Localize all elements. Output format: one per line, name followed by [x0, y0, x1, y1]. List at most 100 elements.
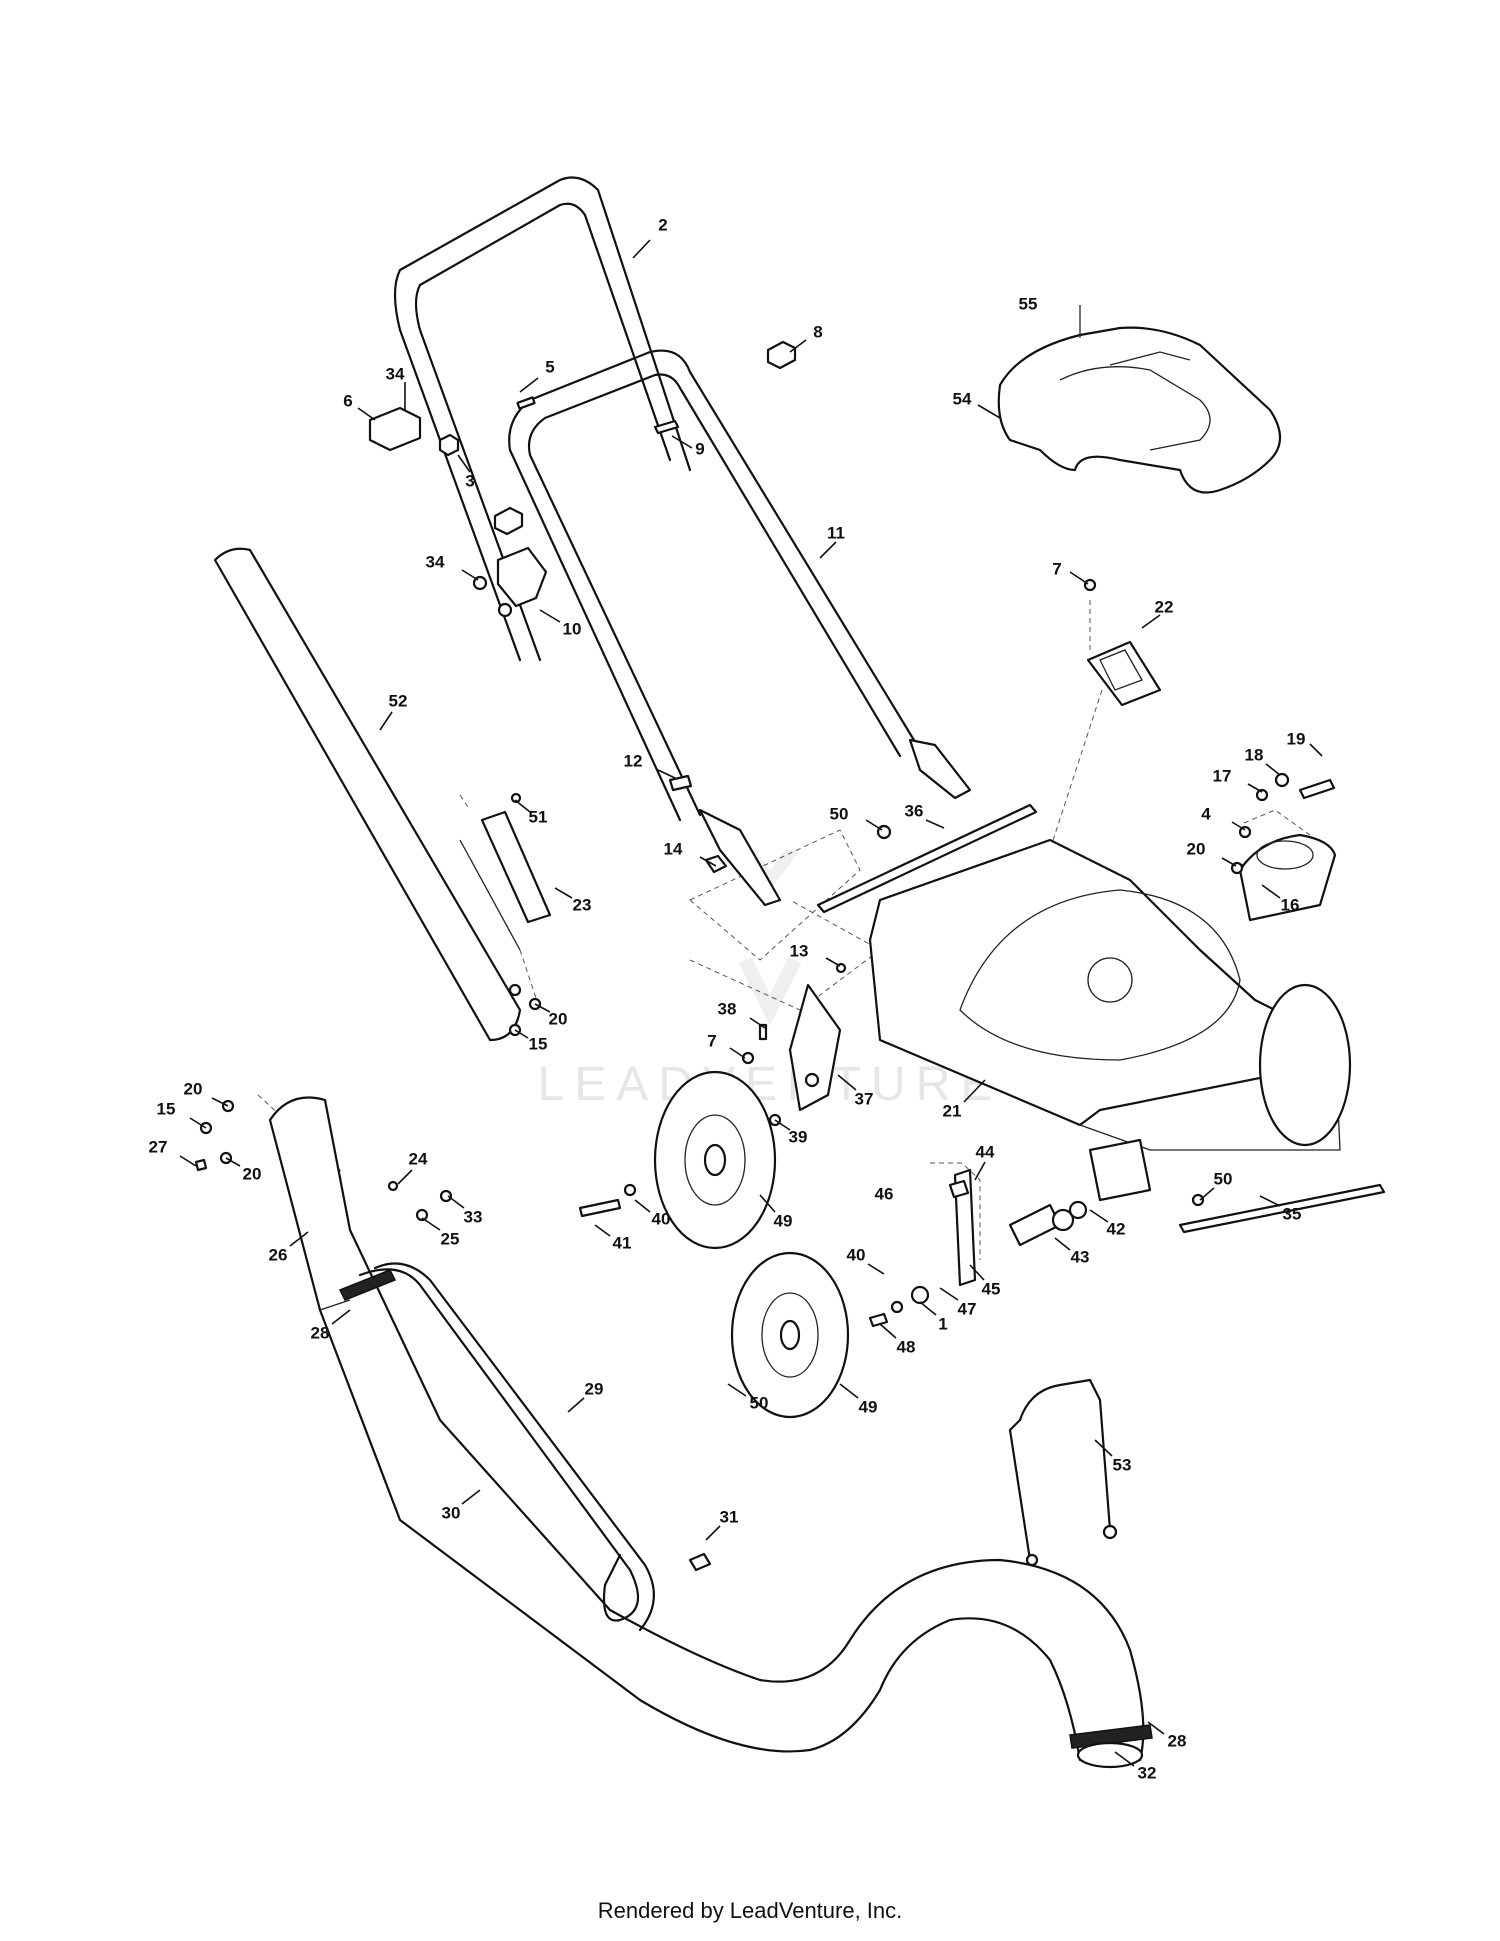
callout-label-28: 28 — [1168, 1731, 1187, 1750]
deck-braces — [816, 803, 1386, 1234]
axle-bracket — [788, 983, 842, 1112]
callout-leader-26 — [289, 1231, 309, 1247]
callout-label-42: 42 — [1107, 1219, 1126, 1238]
callout-label-30: 30 — [442, 1503, 461, 1522]
callout-label-33: 33 — [464, 1207, 483, 1226]
callout-label-11: 11 — [827, 523, 845, 542]
callout-label-50: 50 — [830, 804, 849, 823]
discharge-chute — [1238, 833, 1337, 922]
callout-label-9: 9 — [695, 439, 704, 458]
callout-leader-44 — [974, 1161, 986, 1181]
callout-leader-31 — [705, 1525, 721, 1541]
callout-leaders — [179, 239, 1323, 1767]
callout-leader-42 — [1089, 1209, 1109, 1223]
callout-label-7: 7 — [1052, 559, 1061, 578]
callout-leader-41 — [594, 1224, 611, 1237]
callout-label-31: 31 — [720, 1507, 739, 1526]
callout-label-14: 14 — [664, 839, 683, 858]
callout-leader-49 — [839, 1383, 859, 1399]
callout-label-41: 41 — [613, 1233, 632, 1252]
callout-label-5: 5 — [545, 357, 554, 376]
callout-label-38: 38 — [718, 999, 737, 1018]
callout-leader-20 — [225, 1157, 241, 1167]
handle-hardware — [368, 340, 797, 874]
callout-label-49: 49 — [859, 1397, 878, 1416]
callout-leader-48 — [879, 1323, 897, 1339]
callout-label-51: 51 — [529, 807, 548, 826]
callout-label-18: 18 — [1245, 745, 1264, 764]
callout-leader-20 — [534, 1003, 551, 1013]
rear-wheel — [653, 1070, 777, 1250]
callout-leader-27 — [179, 1155, 197, 1167]
callout-leader-33 — [447, 1195, 465, 1209]
callout-leader-7 — [729, 1047, 746, 1059]
hose-handle — [358, 1262, 655, 1632]
engine-shroud — [997, 305, 1282, 494]
leaf-bag-tube — [213, 547, 522, 1042]
callout-leader-10 — [539, 609, 561, 623]
front-axle-parts — [578, 1168, 1088, 1328]
callout-leader-1 — [919, 1301, 937, 1316]
callout-label-48: 48 — [897, 1337, 916, 1356]
small-fasteners — [194, 578, 1336, 1572]
callout-label-12: 12 — [624, 751, 643, 770]
callout-leader-19 — [1309, 743, 1323, 757]
callout-leader-49 — [759, 1194, 776, 1213]
callout-leader-50 — [727, 1383, 747, 1397]
callout-label-36: 36 — [905, 801, 924, 820]
callout-leader-12 — [657, 769, 676, 779]
callout-label-20: 20 — [184, 1079, 203, 1098]
callout-label-8: 8 — [813, 322, 822, 341]
mower-deck — [868, 838, 1352, 1202]
callout-label-47: 47 — [958, 1299, 977, 1318]
callout-leader-8 — [789, 339, 807, 353]
callout-leader-4 — [1231, 821, 1246, 831]
callout-leader-7 — [1069, 571, 1089, 585]
callout-leader-15 — [514, 1029, 529, 1039]
callout-leader-40 — [634, 1199, 651, 1213]
callout-leader-30 — [461, 1489, 481, 1505]
callout-label-46: 46 — [875, 1184, 894, 1203]
callout-label-4: 4 — [1201, 804, 1211, 823]
callout-leader-50 — [865, 819, 883, 831]
callout-leader-36 — [925, 819, 945, 829]
callout-label-23: 23 — [573, 895, 592, 914]
callout-leader-5 — [519, 377, 539, 393]
callout-leader-34 — [461, 569, 479, 581]
callout-leader-9 — [671, 435, 693, 449]
callout-leader-3 — [457, 454, 471, 473]
callout-label-52: 52 — [389, 691, 408, 710]
callout-leader-24 — [397, 1169, 413, 1185]
callout-leader-29 — [567, 1397, 585, 1413]
callout-leader-43 — [1054, 1237, 1071, 1251]
callout-leader-51 — [514, 799, 531, 813]
callout-leader-50 — [1199, 1187, 1215, 1201]
callout-leader-11 — [819, 541, 837, 559]
callout-label-16: 16 — [1281, 895, 1300, 914]
callout-label-40: 40 — [652, 1209, 671, 1228]
callout-label-15: 15 — [529, 1034, 548, 1053]
callout-leader-45 — [969, 1264, 985, 1281]
callout-label-49: 49 — [774, 1211, 793, 1230]
callout-label-1: 1 — [938, 1314, 947, 1333]
callout-label-32: 32 — [1138, 1763, 1157, 1782]
callout-label-3: 3 — [465, 471, 474, 490]
callout-label-35: 35 — [1283, 1204, 1302, 1223]
callout-label-29: 29 — [585, 1379, 604, 1398]
callout-leader-21 — [963, 1079, 986, 1103]
lower-handle — [508, 349, 972, 907]
bail-handle — [1008, 1378, 1118, 1567]
callout-leader-17 — [1247, 783, 1263, 793]
callout-leader-39 — [774, 1119, 791, 1131]
callout-label-15: 15 — [157, 1099, 176, 1118]
callout-leader-18 — [1265, 763, 1281, 776]
callout-label-21: 21 — [943, 1101, 962, 1120]
watermark-text: LEADVENTURE — [538, 1058, 1003, 1111]
callout-label-20: 20 — [1187, 839, 1206, 858]
callout-label-40: 40 — [847, 1245, 866, 1264]
callout-label-34: 34 — [386, 364, 405, 383]
callout-leader-38 — [749, 1017, 766, 1029]
callout-leader-15 — [189, 1117, 207, 1129]
callout-leader-22 — [1141, 614, 1161, 629]
